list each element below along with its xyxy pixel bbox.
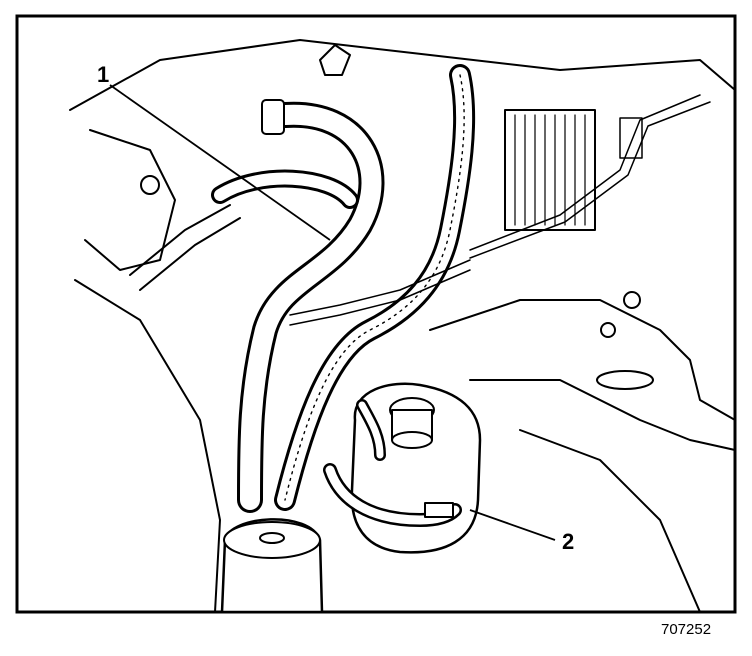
engine-block-lower [74,279,221,613]
bolt-head [140,175,160,195]
hose-clamp-upper [261,99,285,135]
engine-block-outline [69,39,736,111]
gasket-ring [596,370,654,390]
reservoir-inlet-hose-fill [358,401,384,459]
strut-cap [223,521,321,559]
bolt-right-2 [600,322,616,338]
left-pipe [129,204,241,291]
conduit-ribs [284,74,465,501]
leader-line-2 [469,509,556,541]
strut-nut [259,532,285,544]
left-bracket [84,129,176,271]
engine-drawing [69,39,736,614]
radiator-fins [514,114,586,226]
radiator-core [504,109,596,231]
line-fitting [619,117,643,159]
frame-rail [429,299,736,421]
leader-line-1 [109,84,331,241]
brake-lines [469,94,711,259]
reservoir-cap-top [391,431,433,449]
figure-id: 707252 [661,621,712,638]
heater-hose-fill [214,172,356,206]
top-fitting [319,44,351,76]
upper-coolant-hose-fill [240,104,382,510]
frame-rail-lower [469,379,736,451]
callout-2: 2 [562,529,575,554]
callout-1: 1 [97,62,110,87]
connector-lines [289,259,471,326]
crossmember [519,429,701,613]
hose-clamp-reservoir [424,502,454,518]
bolt-right [623,291,641,309]
